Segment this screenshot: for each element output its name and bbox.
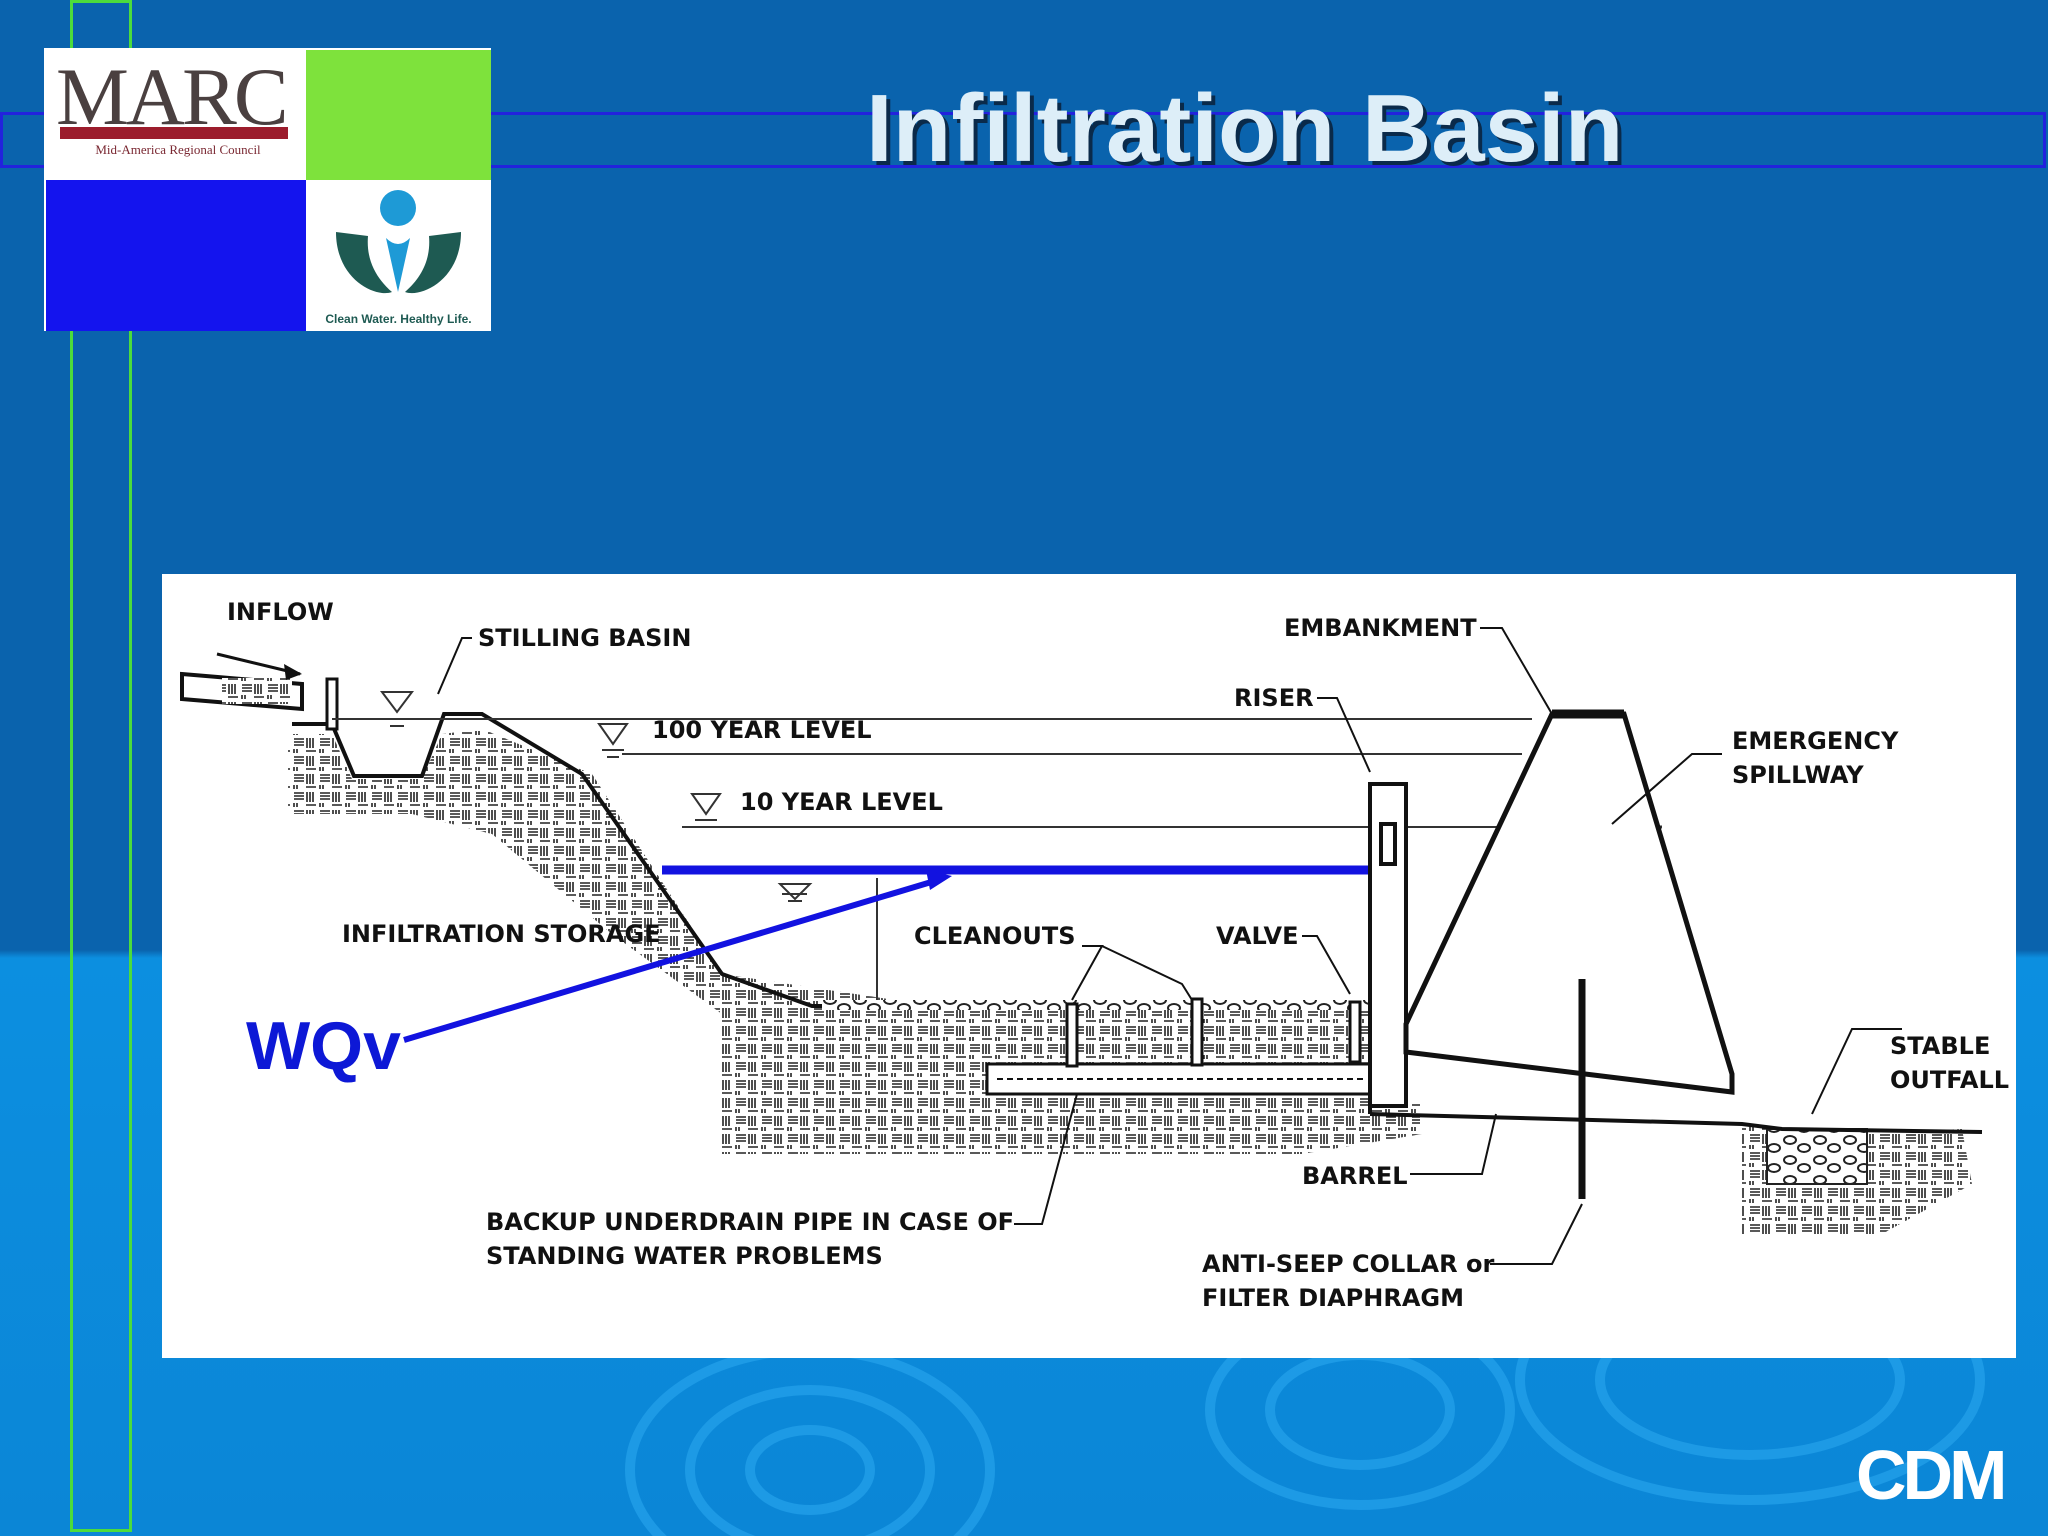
embankment-structure: [1403, 709, 1735, 1199]
clean-water-quadrant: Clean Water. Healthy Life.: [306, 180, 491, 331]
riser-structure: [1368, 782, 1408, 1108]
label-10-year-level: 10 YEAR LEVEL: [740, 788, 943, 816]
label-barrel: BARREL: [1302, 1162, 1408, 1190]
label-backup-underdrain: BACKUP UNDERDRAIN PIPE IN CASE OF: [486, 1208, 1014, 1236]
label-inflow: INFLOW: [227, 598, 334, 626]
marc-logo: MARC Mid-America Regional Council Clean …: [44, 48, 491, 331]
cdm-logo: CDM: [1856, 1436, 2007, 1514]
marc-logo-quadrant: MARC Mid-America Regional Council: [46, 50, 306, 180]
blue-horizontal-stripe: [0, 112, 2046, 168]
logo-tagline: Clean Water. Healthy Life.: [325, 312, 472, 326]
label-outfall: OUTFALL: [1890, 1066, 2009, 1094]
label-valve: VALVE: [1216, 922, 1298, 950]
clean-water-icon: [336, 190, 461, 294]
wqv-label: WQv: [246, 1008, 401, 1084]
underdrain: [822, 997, 1379, 1096]
infiltration-basin-diagram: INFLOW STILLING BASIN 100 YEAR LEVEL 10 …: [162, 574, 2016, 1358]
label-stilling-basin: STILLING BASIN: [478, 624, 691, 652]
label-embankment: EMBANKMENT: [1284, 614, 1477, 642]
label-emergency: EMERGENCY: [1732, 727, 1899, 755]
diagram-drawing: INFLOW STILLING BASIN 100 YEAR LEVEL 10 …: [180, 598, 2009, 1312]
blue-quadrant: [46, 180, 306, 331]
label-standing-water: STANDING WATER PROBLEMS: [486, 1242, 883, 1270]
slide-title: Infiltration Basin: [866, 75, 1624, 182]
green-vertical-stripe: [70, 0, 132, 1532]
label-infiltration-storage: INFILTRATION STORAGE: [342, 920, 661, 948]
green-quadrant: [306, 50, 491, 180]
label-cleanouts: CLEANOUTS: [914, 922, 1076, 950]
label-anti-seep-collar: ANTI-SEEP COLLAR or: [1202, 1250, 1494, 1278]
label-stable: STABLE: [1890, 1032, 1990, 1060]
label-riser: RISER: [1234, 684, 1314, 712]
label-100-year-level: 100 YEAR LEVEL: [652, 716, 872, 744]
inflow-pipe: [180, 652, 339, 731]
label-leaders: [437, 627, 1902, 1265]
marc-red-bar: [60, 127, 288, 139]
soil-hatching: [288, 729, 1972, 1234]
marc-wordmark: MARC: [56, 51, 289, 142]
marc-subtitle: Mid-America Regional Council: [95, 142, 261, 157]
label-filter-diaphragm: FILTER DIAPHRAGM: [1202, 1284, 1464, 1312]
label-spillway: SPILLWAY: [1732, 761, 1864, 789]
